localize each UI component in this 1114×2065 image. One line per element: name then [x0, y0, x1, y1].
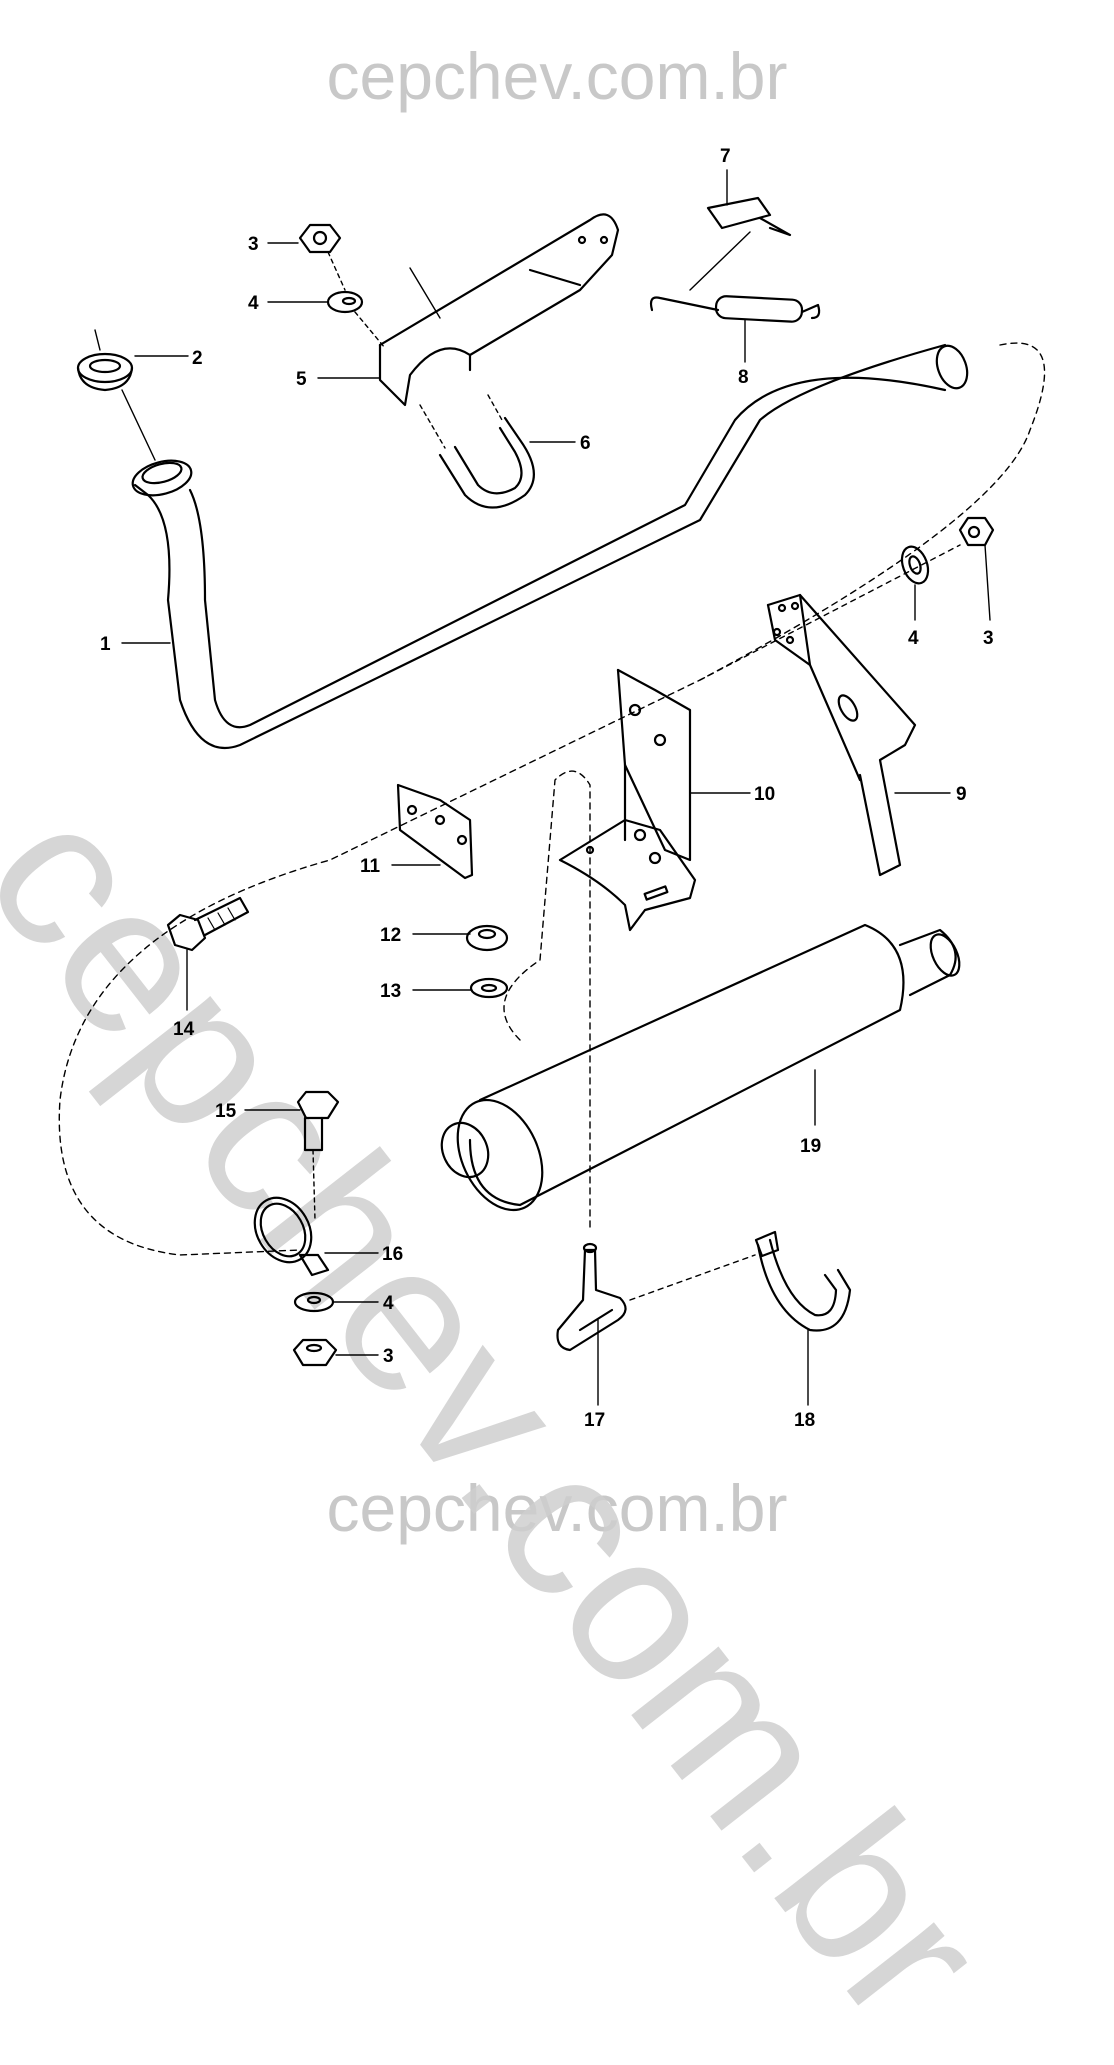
callout-12: 12 [380, 925, 401, 946]
callout-11: 11 [360, 856, 381, 877]
assembly-outline [58, 342, 1046, 1256]
callout-2: 2 [192, 348, 203, 369]
lock-washer-bottom [293, 1291, 335, 1313]
callout-8: 8 [738, 367, 749, 388]
callout-1: 1 [100, 634, 111, 655]
mount-plate [396, 783, 474, 880]
muffler [440, 923, 961, 1212]
callout-10: 10 [754, 784, 775, 805]
callout-4-bottom: 4 [383, 1293, 394, 1314]
lock-washer-top [326, 290, 386, 349]
callout-16: 16 [382, 1244, 403, 1265]
exhaust-diagram: 1 2 3 4 5 6 7 8 3 4 9 10 11 12 13 14 15 … [58, 146, 1046, 1431]
spring-washer [469, 977, 509, 999]
callout-3-right: 3 [983, 628, 994, 649]
callout-3-top: 3 [248, 234, 259, 255]
watermark-bottom: cepchev.com.br [326, 1471, 788, 1545]
callout-6: 6 [580, 433, 591, 454]
muffler-strap [629, 1230, 852, 1332]
rubber-bushing [465, 924, 509, 952]
lock-washer-right [900, 545, 930, 585]
muffler-hanger [556, 1242, 627, 1352]
callout-17: 17 [584, 1410, 605, 1431]
callout-13: 13 [380, 981, 401, 1002]
callout-19: 19 [800, 1136, 821, 1157]
hex-nut-right [958, 516, 995, 547]
callout-labels: 1 2 3 4 5 6 7 8 3 4 9 10 11 12 13 14 15 … [100, 146, 994, 1431]
leader-lines [121, 169, 991, 1406]
callout-3-bottom: 3 [383, 1346, 394, 1367]
pipe-clamp [253, 1196, 330, 1277]
callout-7: 7 [720, 146, 731, 167]
rear-mount-bracket [766, 593, 917, 877]
center-bracket [558, 668, 697, 932]
short-bolt [296, 1090, 340, 1221]
front-exhaust-pipe [131, 343, 969, 750]
u-bolt [419, 394, 535, 509]
gasket-ring [76, 329, 156, 461]
hex-nut-bottom [292, 1338, 338, 1367]
callout-4-top: 4 [248, 293, 259, 314]
tension-spring [649, 295, 821, 323]
callout-18: 18 [794, 1410, 815, 1431]
retaining-clip [689, 196, 792, 291]
hanger-bracket [378, 213, 620, 407]
long-bolt [166, 896, 250, 952]
callout-9: 9 [956, 784, 967, 805]
callout-5: 5 [296, 369, 307, 390]
watermark-top: cepchev.com.br [326, 39, 788, 113]
callout-4-right: 4 [908, 628, 919, 649]
callout-14: 14 [173, 1019, 195, 1040]
hex-nut-top [298, 223, 346, 291]
callout-15: 15 [215, 1101, 237, 1122]
